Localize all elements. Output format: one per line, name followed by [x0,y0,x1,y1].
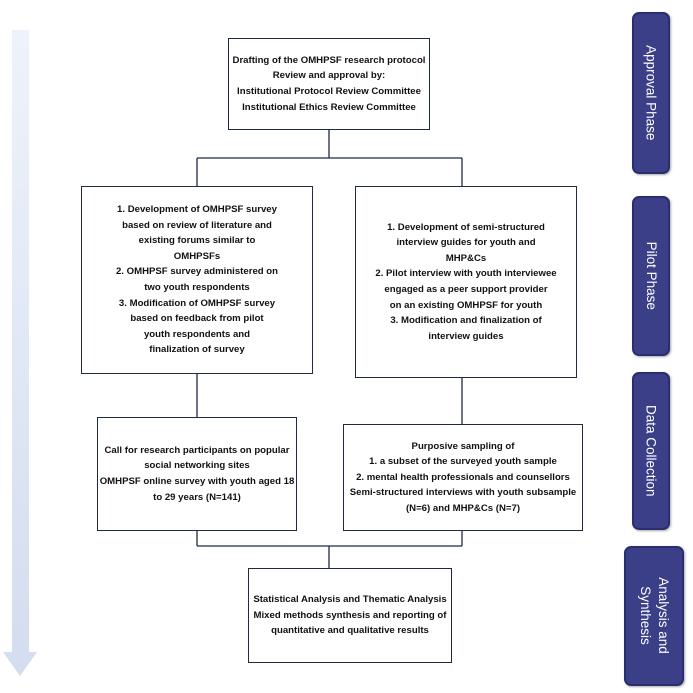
pilot-interview-line: 3. Modification and finalization of [390,315,542,327]
protocol-box: Drafting of the OMHPSF research protocol… [228,38,430,130]
pilot-survey-line: 3. Modification of OMHPSF survey [118,297,276,309]
pilot-interview-line: interview guides [428,330,504,342]
pilot-survey-line: existing forums similar to [138,235,256,247]
interview-collection-line: Purposive sampling of [411,440,515,452]
analysis-box: Statistical Analysis and Thematic Analys… [248,568,452,663]
survey-collection-line: to 29 years (N=141) [153,491,241,503]
pilot-survey-box: 1. Development of OMHPSF survey based on… [81,186,313,374]
protocol-line: Institutional Ethics Review Committee [242,101,416,113]
phase-analysis-label: Analysis and Synthesis [638,577,671,655]
pilot-interview-line: 2. Pilot interview with youth interviewe… [375,268,557,280]
interview-collection-line: Semi-structured interviews with youth su… [349,487,577,499]
pilot-survey-line: two youth respondents [144,282,250,293]
pilot-survey-line: 2. OMHPSF survey administered on [115,266,279,278]
pilot-interview-line: engaged as a peer support provider [384,284,548,295]
pilot-survey-line: based on feedback from pilot [130,313,264,325]
survey-collection-line: OMHPSF online survey with youth aged 18 [99,476,295,487]
phase-approval-label: Approval Phase [643,45,659,141]
pilot-survey-line: youth respondents and [143,328,251,340]
pilot-survey-line: OMHPSFs [173,250,221,262]
pilot-interview-line: MHP&Cs [445,252,487,264]
phase-analysis: Analysis and Synthesis [624,546,684,686]
interview-collection-line: (N=6) and MHP&Cs (N=7) [405,502,521,514]
pilot-interview-line: on an existing OMHPSF for youth [389,299,543,311]
interview-collection-box: Purposive sampling of 1. a subset of the… [343,424,583,531]
phase-pilot: Pilot Phase [632,196,670,356]
survey-collection-box: Call for research participants on popula… [97,417,297,531]
protocol-line: Drafting of the OMHPSF research protocol [232,54,426,66]
pilot-survey-line: 1. Development of OMHPSF survey [117,204,277,216]
interview-collection-line: 1. a subset of the surveyed youth sample [369,456,557,468]
survey-collection-line: Call for research participants on popula… [104,444,290,456]
analysis-line: quantitative and qualitative results [271,625,429,637]
protocol-line: Institutional Protocol Review Committee [237,86,421,97]
phase-data-collection-label: Data Collection [643,405,659,497]
interview-collection-line: 2. mental health professionals and couns… [356,471,570,483]
pilot-interview-box: 1. Development of semi-structured interv… [355,186,577,378]
timeline-arrow [3,30,37,676]
pilot-survey-line: based on review of literature and [122,219,272,231]
pilot-survey-line: finalization of survey [149,344,245,356]
phase-pilot-label: Pilot Phase [643,241,659,311]
survey-collection-line: social networking sites [144,460,250,472]
protocol-line: Review and approval by: [272,70,386,82]
pilot-interview-line: 1. Development of semi-structured [387,221,545,233]
phase-approval: Approval Phase [632,12,670,174]
timeline-arrow-shape [3,30,37,676]
analysis-line: Mixed methods synthesis and reporting of [253,609,447,621]
analysis-line: Statistical Analysis and Thematic Analys… [253,594,447,606]
phase-data-collection: Data Collection [632,372,670,530]
pilot-interview-line: interview guides for youth and [396,237,536,249]
